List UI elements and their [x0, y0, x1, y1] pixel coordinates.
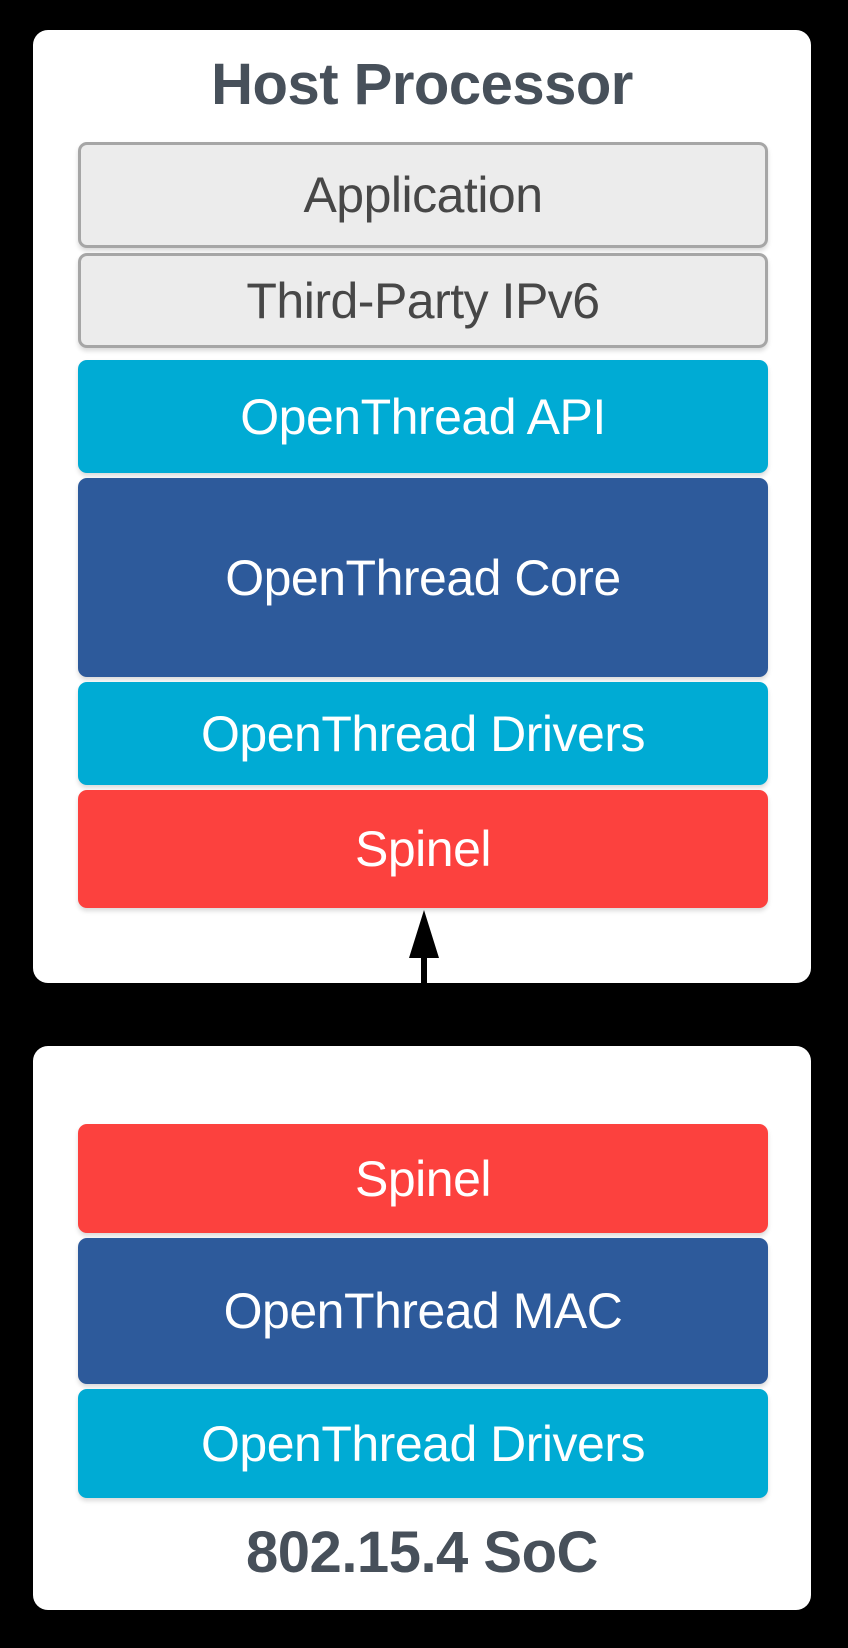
layer-third-party-ipv6: Third-Party IPv6 [78, 253, 768, 348]
layer-openthread-drivers-host: OpenThread Drivers [78, 682, 768, 785]
host-processor-panel: Host Processor Application Third-Party I… [33, 30, 811, 983]
host-processor-title: Host Processor [211, 52, 633, 117]
layer-openthread-drivers-soc: OpenThread Drivers [78, 1389, 768, 1498]
soc-title: 802.15.4 SoC [246, 1520, 598, 1585]
soc-panel: Spinel OpenThread MAC OpenThread Drivers… [33, 1046, 811, 1610]
layer-openthread-core: OpenThread Core [78, 478, 768, 677]
layer-spinel-soc: Spinel [78, 1124, 768, 1233]
spinel-link-arrow-icon [409, 910, 439, 1126]
layer-application: Application [78, 142, 768, 248]
layer-openthread-mac: OpenThread MAC [78, 1238, 768, 1384]
layer-spinel-host: Spinel [78, 790, 768, 908]
layer-openthread-api: OpenThread API [78, 360, 768, 473]
